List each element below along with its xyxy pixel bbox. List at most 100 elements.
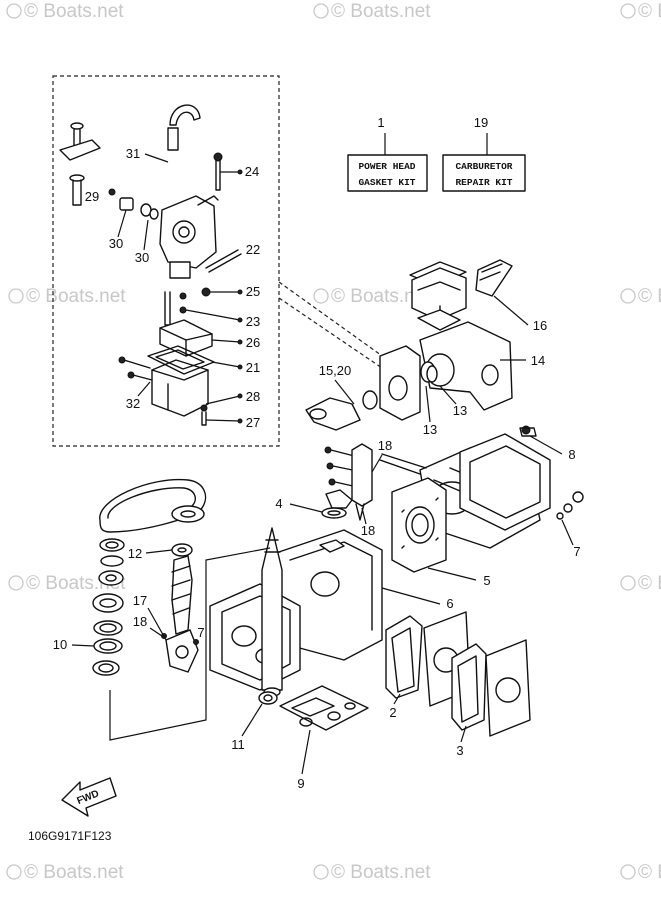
callout-29: 29 <box>85 189 99 204</box>
callout-8: 8 <box>529 435 576 462</box>
callout-31: 31 <box>126 146 169 163</box>
svg-text:8: 8 <box>568 447 575 462</box>
svg-text:11: 11 <box>231 737 245 752</box>
svg-text:23: 23 <box>246 314 260 329</box>
svg-text:18: 18 <box>361 523 375 538</box>
callout-2: 2 <box>389 693 401 720</box>
svg-text:25: 25 <box>246 284 260 299</box>
callout-7: 7 <box>197 625 204 640</box>
callout-27: 27 <box>205 415 260 430</box>
callout-13: 13 <box>439 385 467 418</box>
svg-text:CARBURETOR: CARBURETOR <box>455 161 512 172</box>
intake-manifold-parts <box>305 259 513 431</box>
watermark: © Boats.net <box>8 286 126 307</box>
svg-text:© Boats.net: © Boats.net <box>331 286 431 307</box>
svg-text:5: 5 <box>483 573 490 588</box>
svg-text:13: 13 <box>453 403 467 418</box>
callout-23: 23 <box>185 309 260 329</box>
svg-text:14: 14 <box>531 353 545 368</box>
svg-text:10: 10 <box>53 637 67 652</box>
watermark: © Boats.net <box>313 1 431 22</box>
svg-text:© Boats.net: © Boats.net <box>638 862 661 883</box>
svg-text:7: 7 <box>197 625 204 640</box>
cylinder-head-block-parts <box>321 425 584 573</box>
watermark: © Boats.net <box>620 286 661 307</box>
watermark: © Boats.net <box>6 862 124 883</box>
svg-text:POWER HEAD: POWER HEAD <box>358 161 415 172</box>
callout-13: 13 <box>423 385 437 437</box>
callout-25: 25 <box>210 284 260 299</box>
callout-30: 30 <box>109 209 127 251</box>
svg-text:16: 16 <box>533 318 547 333</box>
carburetor-connector-line <box>278 281 386 359</box>
watermark: © Boats.net <box>313 286 431 307</box>
svg-text:GASKET KIT: GASKET KIT <box>358 177 415 188</box>
svg-text:9: 9 <box>297 776 304 791</box>
carburetor-parts <box>59 104 242 426</box>
callout-7: 7 <box>561 519 581 559</box>
svg-text:31: 31 <box>126 146 140 161</box>
callout-28: 28 <box>205 389 260 405</box>
svg-text:© Boats.net: © Boats.net <box>331 1 431 22</box>
crankcase-parts <box>209 527 383 731</box>
svg-text:22: 22 <box>246 242 260 257</box>
callout-32: 32 <box>126 381 151 411</box>
svg-text:21: 21 <box>246 360 260 375</box>
svg-text:© Boats.net: © Boats.net <box>24 1 124 22</box>
callout-21: 21 <box>211 360 260 375</box>
svg-text:18: 18 <box>133 614 147 629</box>
svg-text:27: 27 <box>246 415 260 430</box>
callout-6: 6 <box>381 587 454 611</box>
callout-18: 18 <box>371 438 392 473</box>
callout-labels: 31 24 29 30 30 22 25 23 26 21 32 28 27 1… <box>53 146 581 791</box>
watermark: © Boats.net <box>620 862 661 883</box>
callout-10: 10 <box>53 637 95 652</box>
svg-text:6: 6 <box>446 596 453 611</box>
callout-9: 9 <box>297 729 311 791</box>
svg-text:12: 12 <box>128 546 142 561</box>
carburetor-group-box <box>52 75 280 447</box>
watermark: © Boats.net <box>6 1 124 22</box>
svg-text:19: 19 <box>474 115 488 130</box>
svg-text:18: 18 <box>378 438 392 453</box>
svg-text:26: 26 <box>246 335 260 350</box>
svg-text:15,20: 15,20 <box>319 363 352 378</box>
callout-26: 26 <box>211 335 260 350</box>
svg-text:29: 29 <box>85 189 99 204</box>
svg-text:© Boats.net: © Boats.net <box>638 573 661 594</box>
callout-18: 18 <box>361 507 375 538</box>
crankshaft-belt-parts <box>92 478 271 741</box>
callout-22: 22 <box>246 242 260 257</box>
svg-text:28: 28 <box>246 389 260 404</box>
power-head-gasket-kit-box: 1 POWER HEAD GASKET KIT <box>347 115 428 192</box>
callout-15,20: 15,20 <box>319 363 355 405</box>
carburetor-repair-kit-box: 19 CARBURETOR REPAIR KIT <box>442 115 526 192</box>
callout-17: 17 <box>133 593 167 641</box>
svg-text:1: 1 <box>377 115 384 130</box>
svg-text:© Boats.net: © Boats.net <box>26 286 126 307</box>
svg-text:24: 24 <box>245 164 259 179</box>
watermark-layer: © Boats.net © Boats.net © Boats.net © Bo… <box>6 1 661 883</box>
svg-text:© Boats.net: © Boats.net <box>638 1 661 22</box>
callout-18: 18 <box>133 614 163 637</box>
callout-14: 14 <box>500 353 545 368</box>
svg-text:30: 30 <box>109 236 123 251</box>
svg-text:17: 17 <box>133 593 147 608</box>
svg-text:7: 7 <box>573 544 580 559</box>
callout-30: 30 <box>135 219 149 265</box>
svg-text:REPAIR KIT: REPAIR KIT <box>455 177 512 188</box>
svg-text:© Boats.net: © Boats.net <box>24 862 124 883</box>
watermark: © Boats.net <box>620 573 661 594</box>
diagram-code: 106G9171F123 <box>28 829 112 843</box>
svg-text:© Boats.net: © Boats.net <box>331 862 431 883</box>
watermark: © Boats.net <box>313 862 431 883</box>
svg-text:32: 32 <box>126 396 140 411</box>
carburetor-connector-line <box>278 297 386 371</box>
watermark: © Boats.net <box>620 1 661 22</box>
callout-11: 11 <box>231 703 263 752</box>
callout-24: 24 <box>220 164 259 179</box>
svg-text:© Boats.net: © Boats.net <box>638 286 661 307</box>
svg-text:13: 13 <box>423 422 437 437</box>
svg-text:4: 4 <box>275 496 282 511</box>
